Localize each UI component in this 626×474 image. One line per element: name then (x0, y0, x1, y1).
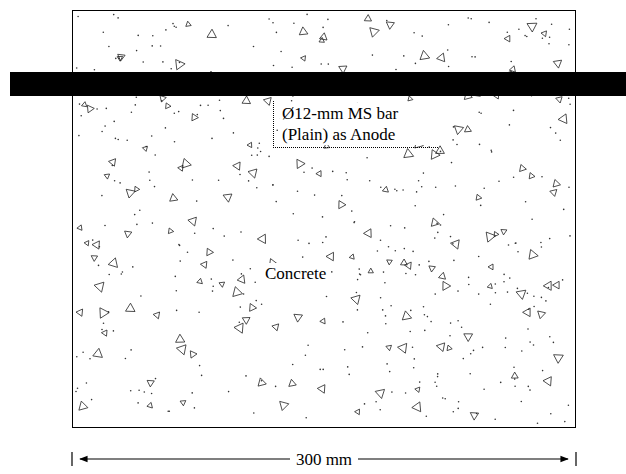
label-box: Ø12-mm MS bar (Plain) as Anode (273, 101, 438, 148)
material-label: Concrete (263, 263, 328, 284)
concrete-block: Concrete Ø12-mm MS bar (Plain) as Anode (72, 10, 576, 428)
dimension-label: 300 mm (290, 449, 358, 470)
bar-label: Ø12-mm MS bar (Plain) as Anode (280, 103, 434, 145)
dimension-tick (575, 452, 576, 466)
dimension-tick (71, 452, 72, 466)
steel-bar (10, 72, 626, 96)
